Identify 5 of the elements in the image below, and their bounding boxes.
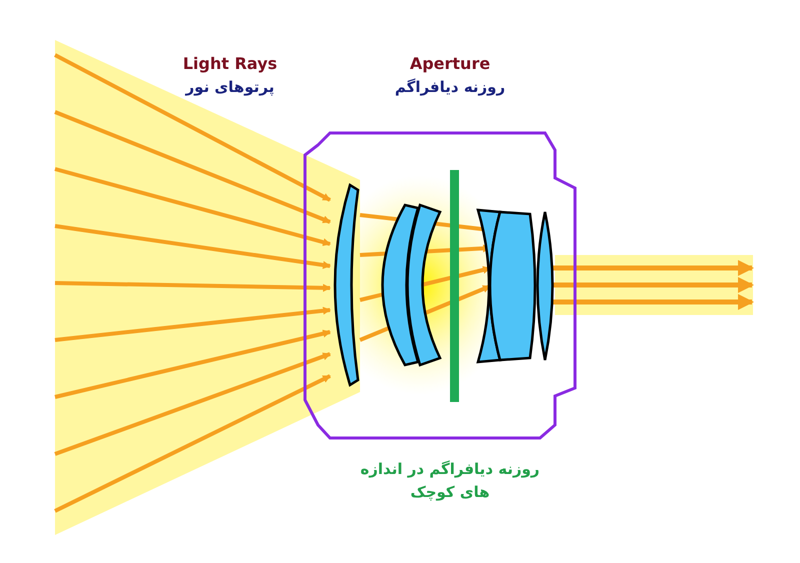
caption-label: پرتوهای نور: [186, 78, 274, 96]
caption-label: روزنه دیافراگم در اندازه های کوچک: [360, 459, 540, 503]
caption-label: روزنه دیافراگم: [394, 78, 506, 96]
caption-label: Aperture: [410, 54, 490, 73]
caption-label: Light Rays: [182, 54, 278, 73]
